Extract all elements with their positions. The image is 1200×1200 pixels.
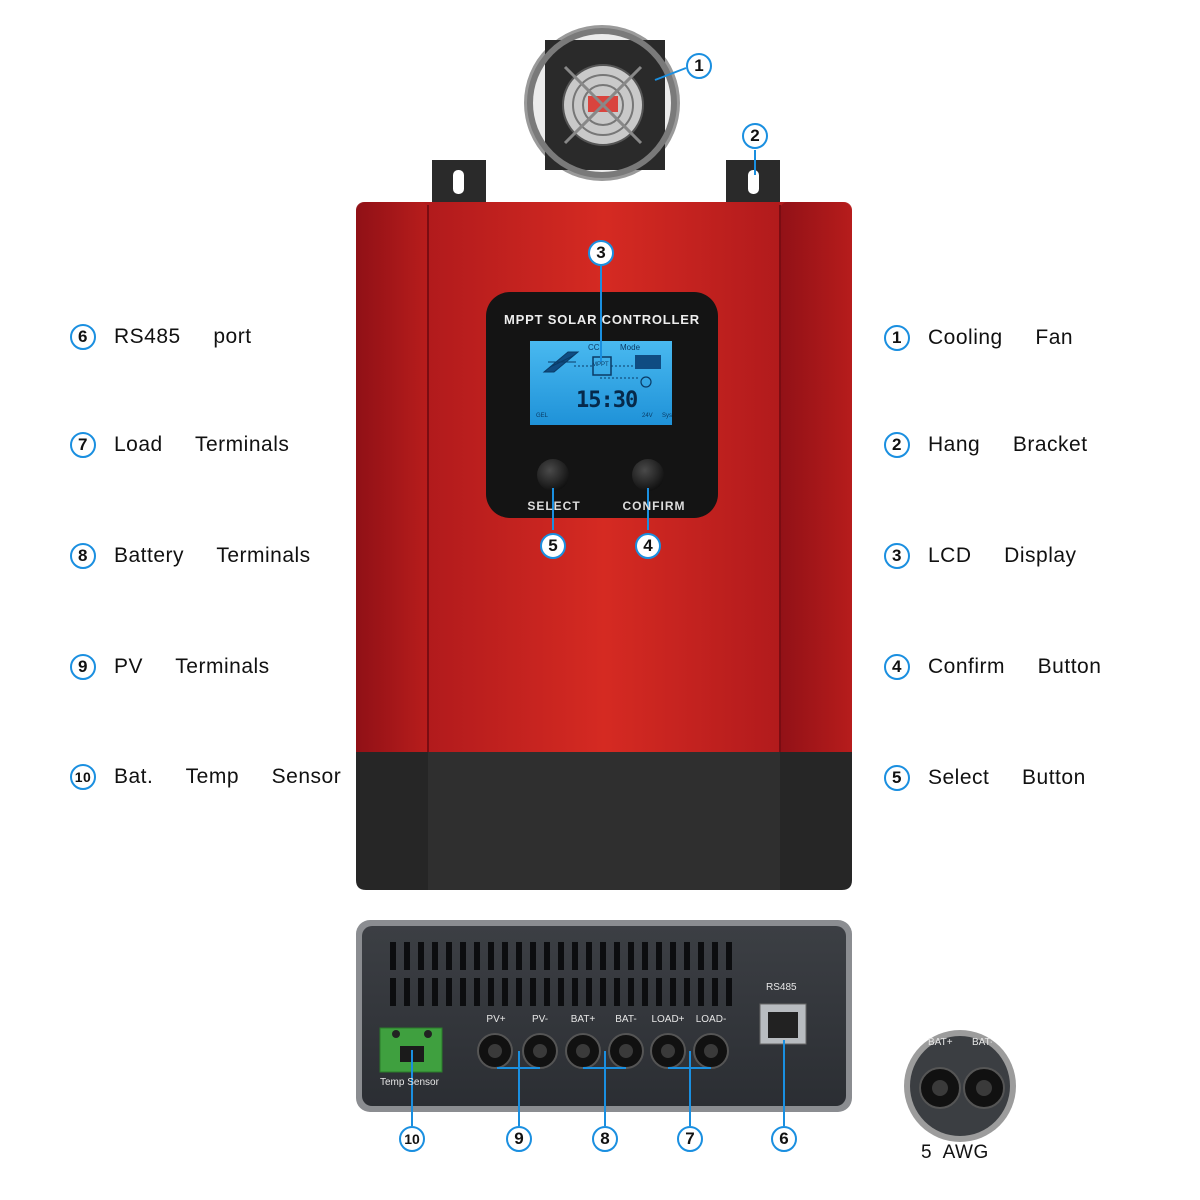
callout-3: 3	[588, 240, 614, 266]
lcd-mppt-label: MPPT	[592, 362, 609, 368]
terminal-label-bat-minus: BAT-	[615, 1014, 637, 1025]
legend-label: RS485 port	[114, 325, 252, 348]
legend-label: Bat. Temp Sensor	[114, 765, 342, 788]
terminal-label-bat-plus: BAT+	[570, 1014, 596, 1025]
inset-label-bat-plus: BAT+	[928, 1037, 953, 1048]
callout-6: 6	[771, 1126, 797, 1152]
legend-label: LCD Display	[928, 544, 1077, 567]
terminal-label-load-plus: LOAD+	[651, 1014, 685, 1025]
legend-label: PV Terminals	[114, 655, 270, 678]
legend-item-cooling-fan: 1 Cooling Fan	[884, 325, 1073, 351]
select-label: SELECT	[527, 499, 581, 513]
legend-item-pv-terminals: 9 PV Terminals	[70, 654, 270, 680]
terminal-label-load-minus: LOAD-	[695, 1014, 727, 1025]
awg-zoom-inset	[904, 1030, 1016, 1142]
legend-number: 8	[70, 543, 96, 569]
callout-7: 7	[677, 1126, 703, 1152]
lcd-sys-label: Sys	[662, 413, 673, 419]
callout-10: 10	[399, 1126, 425, 1152]
terminal-label-pv-minus: PV-	[531, 1014, 549, 1025]
legend-item-select-button: 5 Select Button	[884, 765, 1086, 791]
lcd-cc-label: CC	[588, 343, 600, 352]
hang-bracket-right	[726, 160, 780, 205]
legend-number: 2	[884, 432, 910, 458]
legend-number: 6	[70, 324, 96, 350]
confirm-knob[interactable]	[632, 459, 664, 491]
callout-8: 8	[592, 1126, 618, 1152]
controller-base	[356, 752, 852, 890]
temp-sensor-label: Temp Sensor	[380, 1077, 439, 1088]
select-knob[interactable]	[537, 459, 569, 491]
hang-bracket-left	[432, 160, 486, 205]
legend-item-temp-sensor: 10 Bat. Temp Sensor	[70, 764, 341, 790]
legend-item-lcd-display: 3 LCD Display	[884, 543, 1077, 569]
legend-item-confirm-button: 4 Confirm Button	[884, 654, 1101, 680]
legend-item-rs485: 6 RS485 port	[70, 324, 252, 350]
fan-inset	[524, 25, 680, 181]
legend-label: Select Button	[928, 766, 1086, 789]
callout-leaders	[411, 67, 785, 1126]
panel-title: MPPT SOLAR CONTROLLER	[504, 312, 700, 327]
rs485-port-label: RS485	[766, 982, 797, 993]
callout-9: 9	[506, 1126, 532, 1152]
callout-5: 5	[540, 533, 566, 559]
legend-number: 3	[884, 543, 910, 569]
legend-number: 7	[70, 432, 96, 458]
legend-label: Load Terminals	[114, 433, 290, 456]
awg-caption: 5 AWG	[921, 1142, 989, 1163]
callout-1: 1	[686, 53, 712, 79]
legend-label: Confirm Button	[928, 655, 1102, 678]
callout-2: 2	[742, 123, 768, 149]
legend-item-hang-bracket: 2 Hang Bracket	[884, 432, 1088, 458]
lcd-gel-label: GEL	[536, 413, 549, 419]
legend-number: 5	[884, 765, 910, 791]
legend-label: Battery Terminals	[114, 544, 311, 567]
legend-number: 9	[70, 654, 96, 680]
terminal-panel	[356, 920, 852, 1112]
legend-label: Cooling Fan	[928, 326, 1074, 349]
lcd-voltage-label: 24V	[642, 413, 653, 419]
confirm-label: CONFIRM	[622, 499, 686, 513]
lcd-time-readout: 15:30	[576, 388, 638, 413]
legend-item-load-terminals: 7 Load Terminals	[70, 432, 289, 458]
terminal-sockets	[477, 1033, 729, 1069]
callout-4: 4	[635, 533, 661, 559]
legend-label: Hang Bracket	[928, 433, 1088, 456]
lcd-mode-label: Mode	[620, 343, 641, 352]
legend-item-battery-terminals: 8 Battery Terminals	[70, 543, 311, 569]
legend-number: 10	[70, 764, 96, 790]
legend-number: 1	[884, 325, 910, 351]
legend-number: 4	[884, 654, 910, 680]
terminal-label-pv-plus: PV+	[486, 1014, 506, 1025]
inset-label-bat-minus: BAT-	[972, 1037, 992, 1048]
